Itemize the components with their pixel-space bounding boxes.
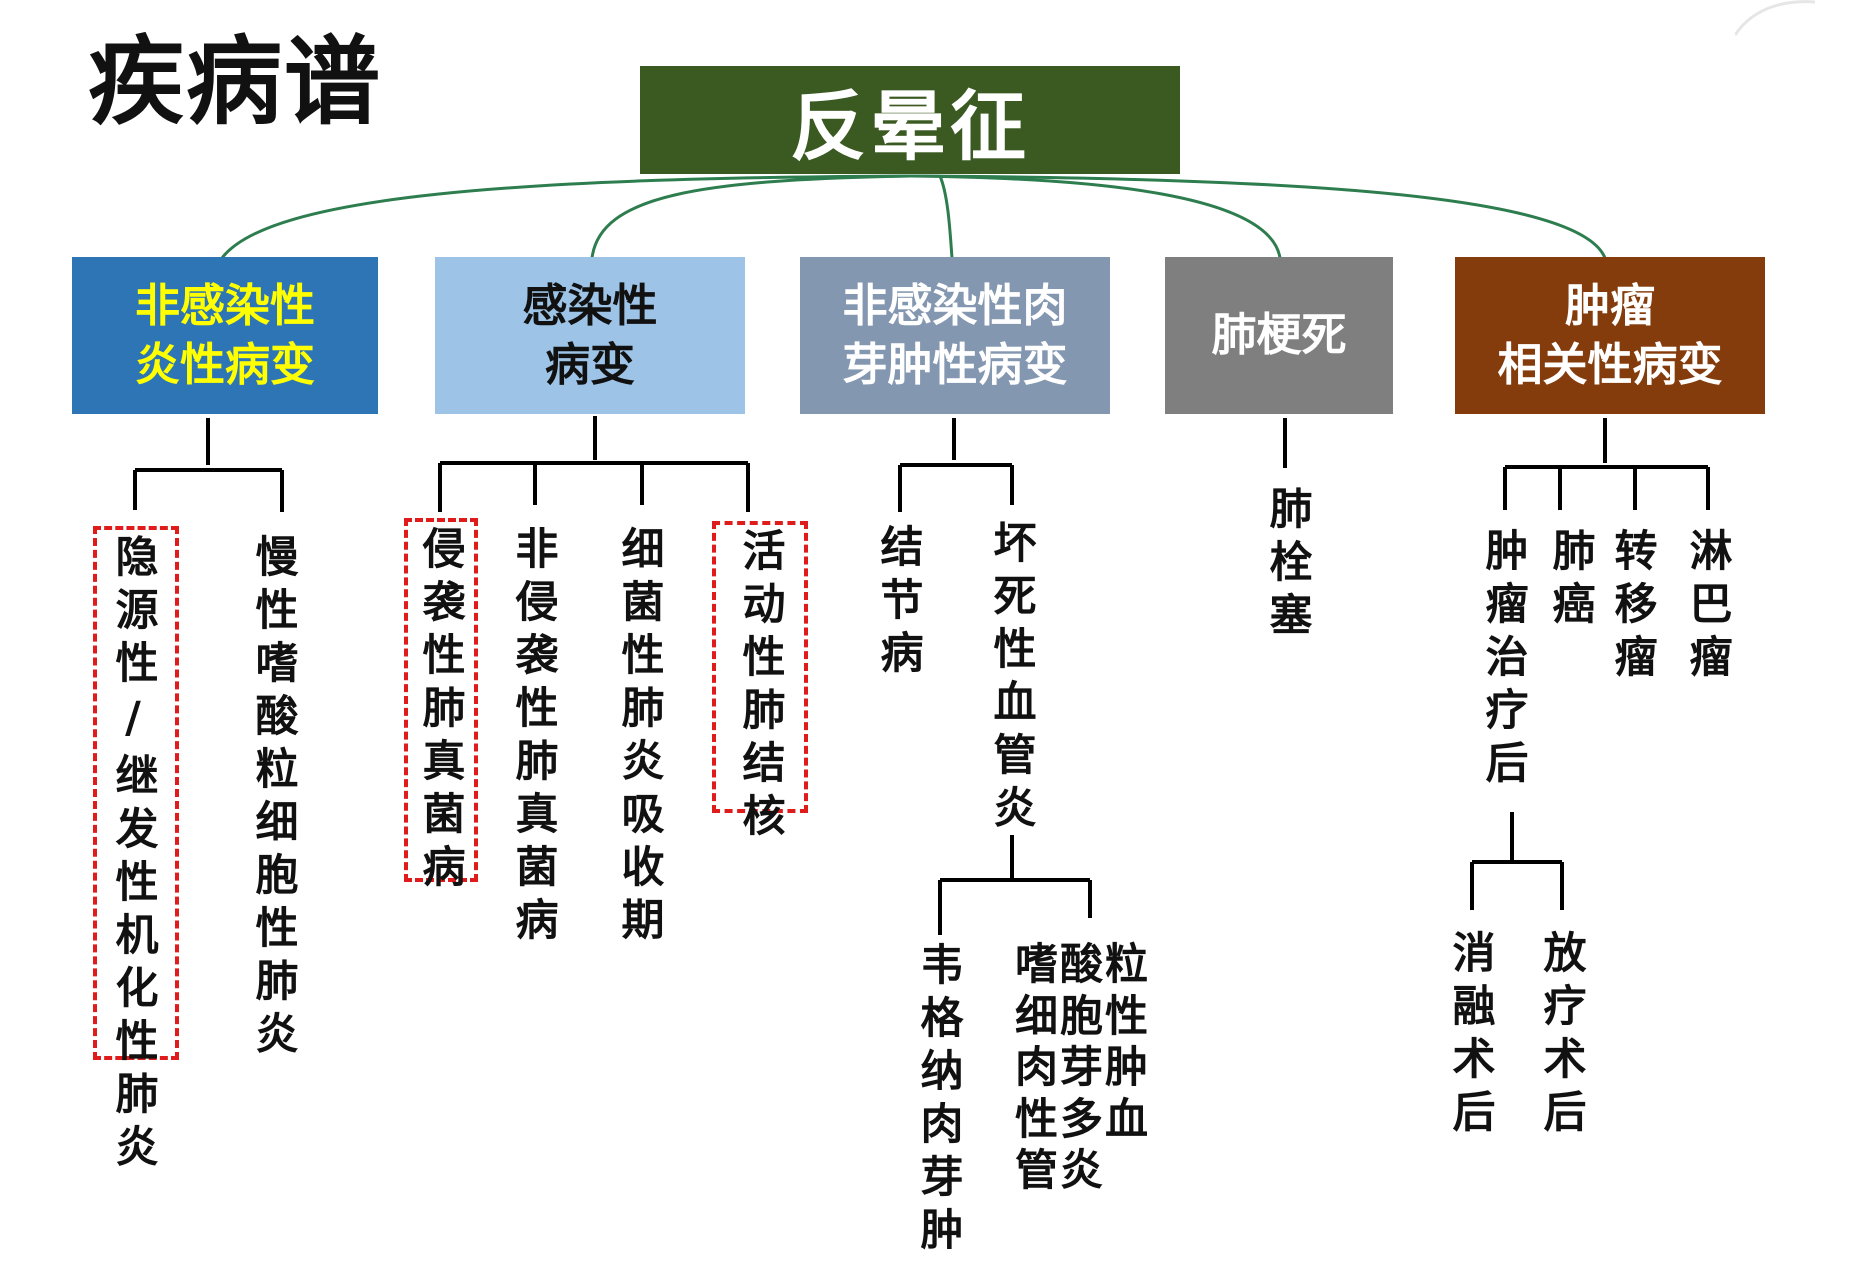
leaf-noninvasive-fungal: 非侵袭性肺真菌病 xyxy=(508,526,558,950)
leaf-metastasis: 转移瘤 xyxy=(1607,528,1657,687)
root-connector-2 xyxy=(590,174,911,259)
egpa-line-5: 管炎 xyxy=(1015,1146,1105,1197)
leaf-necrotizing-vasculitis: 坏死性血管炎 xyxy=(986,520,1036,838)
leaf-sarcoidosis: 结节病 xyxy=(873,524,923,683)
tree-cat5 xyxy=(1503,418,1710,510)
highlight-box-tb xyxy=(712,521,808,813)
page-title: 疾病谱 xyxy=(88,26,382,138)
leaf-bacterial-absorption: 细菌性肺炎吸收期 xyxy=(614,526,664,950)
root-node: 反晕征 xyxy=(640,66,1180,174)
highlight-box-op xyxy=(93,526,179,1060)
egpa-line-1: 嗜酸粒 xyxy=(1015,940,1150,990)
tree-cat2 xyxy=(438,416,750,512)
category-granulomatous: 非感染性肉 芽肿性病变 xyxy=(800,257,1110,414)
root-connector-3 xyxy=(938,175,954,259)
category-infectious: 感染性 病变 xyxy=(435,257,745,414)
leaf-radiotherapy: 放疗术后 xyxy=(1536,930,1586,1142)
leaf-ablation: 消融术后 xyxy=(1445,930,1495,1142)
tree-posttreatment xyxy=(1470,812,1564,910)
root-connector-1 xyxy=(220,174,911,259)
leaf-cryptogenic-op: 隐源性/继发性机化性肺炎 xyxy=(108,534,158,1177)
root-connector-5 xyxy=(909,174,1607,259)
egpa-line-2: 细胞性 xyxy=(1015,991,1150,1042)
leaf-egpa: 嗜酸粒 细胞性 肉芽肿 性多血 管炎 xyxy=(1015,940,1150,1198)
corner-curl-decoration xyxy=(1735,0,1815,36)
tree-vasculitis xyxy=(938,835,1092,935)
egpa-line-4: 性多血 xyxy=(1015,1094,1150,1145)
leaf-chronic-eosinophilic: 慢性嗜酸粒细胞性肺炎 xyxy=(248,534,298,1064)
egpa-line-3: 肉芽肿 xyxy=(1015,1043,1150,1094)
leaf-lymphoma: 淋巴瘤 xyxy=(1682,528,1732,687)
leaf-post-treatment: 肿瘤治疗后 xyxy=(1478,528,1528,793)
leaf-wegener: 韦格纳肉芽肿 xyxy=(913,942,963,1260)
tree-cat3 xyxy=(898,418,1014,512)
category-tumor: 肿瘤 相关性病变 xyxy=(1455,257,1765,414)
leaf-active-tb: 活动性肺结核 xyxy=(735,528,785,846)
leaf-lung-cancer: 肺癌 xyxy=(1545,528,1595,634)
leaf-pulmonary-embolism: 肺栓塞 xyxy=(1262,486,1312,645)
root-connector-4 xyxy=(909,174,1282,259)
category-infarction: 肺梗死 xyxy=(1165,257,1393,414)
category-noninfectious-inflammatory: 非感染性 炎性病变 xyxy=(72,257,378,414)
highlight-box-fungal xyxy=(404,518,478,882)
tree-cat1 xyxy=(133,418,284,512)
leaf-invasive-fungal: 侵袭性肺真菌病 xyxy=(415,526,465,897)
